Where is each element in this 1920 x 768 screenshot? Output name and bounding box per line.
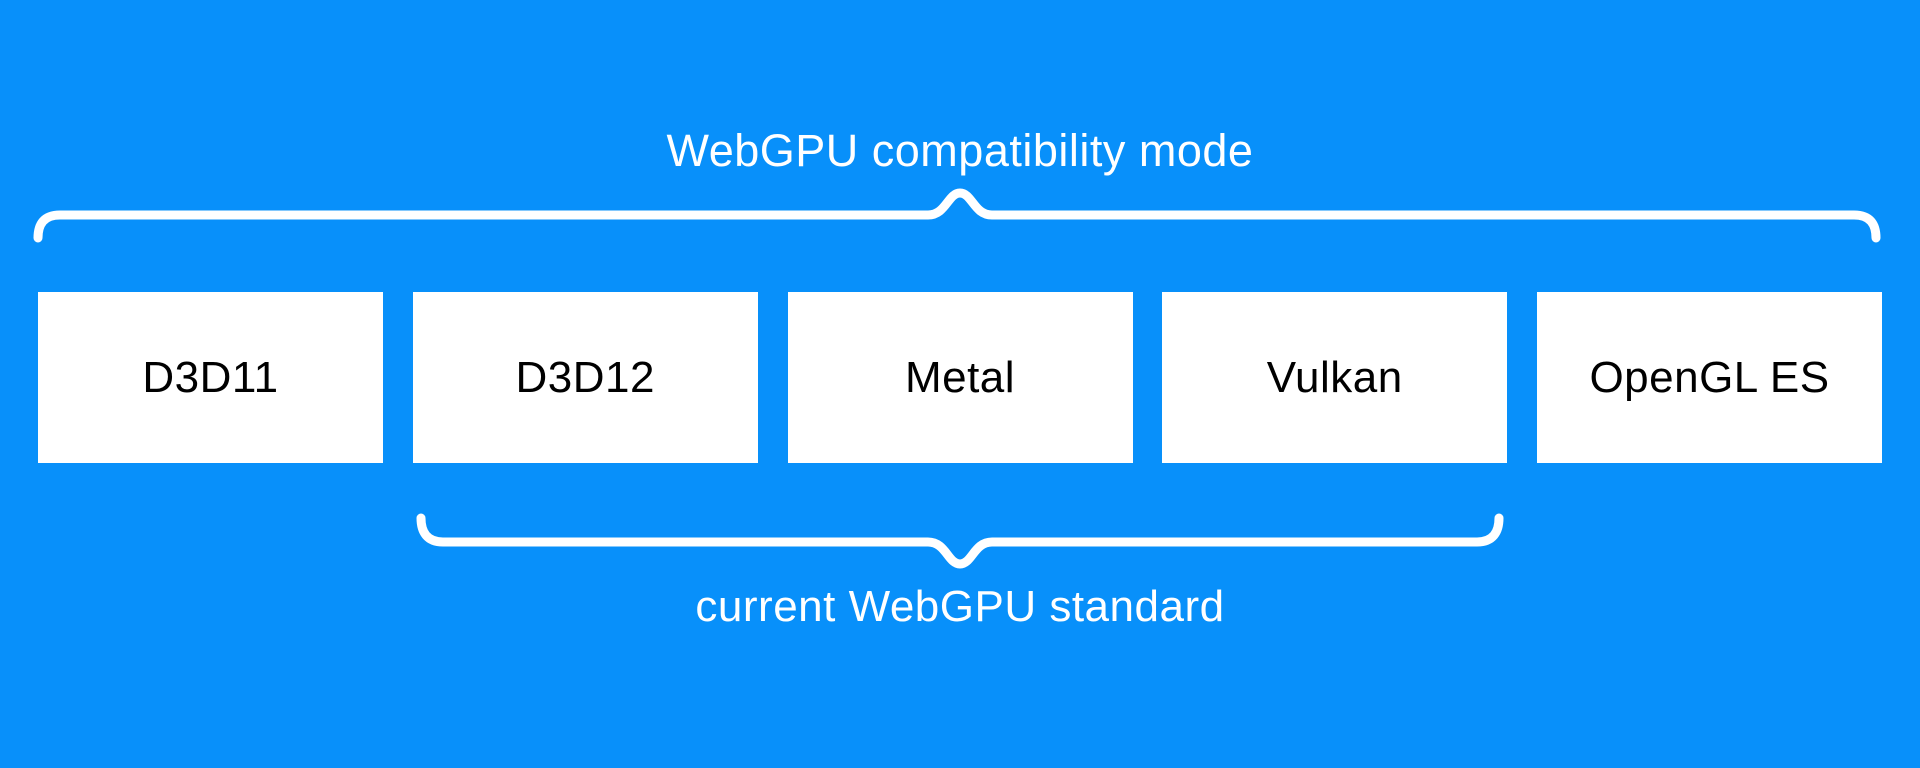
- api-box-label: Vulkan: [1266, 352, 1403, 402]
- api-box-d3d12: D3D12: [412, 292, 758, 463]
- overbrace-compatibility-mode: [33, 188, 1881, 243]
- api-box-metal: Metal: [787, 292, 1133, 463]
- api-box-label: D3D11: [142, 352, 279, 402]
- api-box-vulkan: Vulkan: [1162, 292, 1508, 463]
- api-box-label: Metal: [904, 352, 1016, 402]
- api-box-label: D3D12: [515, 352, 655, 402]
- underbrace-path: [416, 513, 1504, 569]
- api-box-opengl-es: OpenGL ES: [1537, 292, 1882, 463]
- api-box-label: OpenGL ES: [1589, 352, 1830, 402]
- api-boxes-row: D3D11 D3D12 Metal Vulkan OpenGL ES: [38, 292, 1882, 463]
- top-group-label: WebGPU compatibility mode: [666, 125, 1254, 176]
- api-box-d3d11: D3D11: [38, 292, 383, 463]
- bottom-group-label: current WebGPU standard: [695, 582, 1225, 631]
- underbrace-current-standard: [416, 513, 1504, 569]
- overbrace-path: [33, 188, 1881, 243]
